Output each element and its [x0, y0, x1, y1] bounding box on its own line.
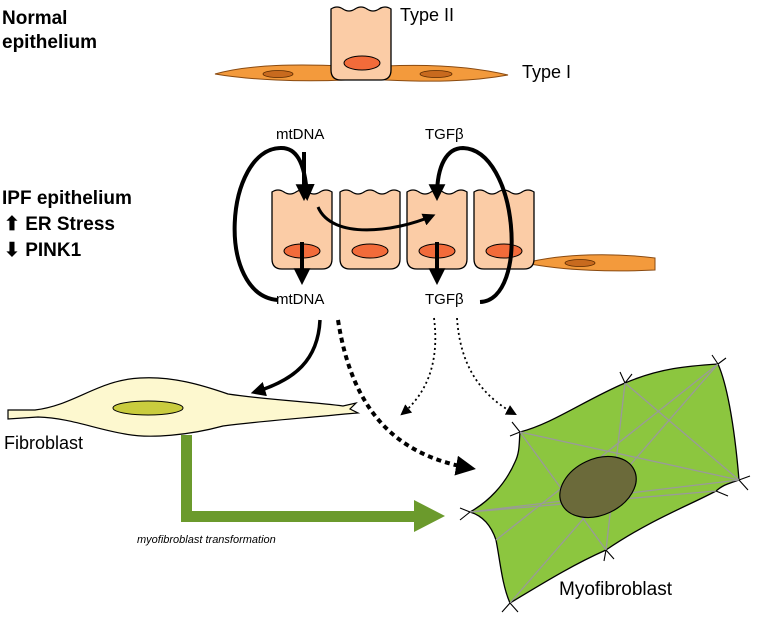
transformation-label: myofibroblast transformation	[137, 534, 276, 546]
tgfb-bottom-label: TGFβ	[425, 291, 464, 308]
mtdna-bottom-label: mtDNA	[276, 291, 325, 308]
mtdna-to-cell3-arrow	[316, 206, 436, 232]
fibroblast-group	[7, 377, 361, 437]
mtdna-to-myofibroblast-arrow	[336, 319, 476, 476]
ipf-epithelium-label: IPF epithelium	[2, 188, 132, 209]
mtdna-top-label: mtDNA	[276, 126, 325, 143]
er-stress-row: ⬆ ER Stress	[4, 214, 115, 236]
myofibroblast-nucleus	[559, 455, 637, 519]
mtdna-loop-arrow	[232, 145, 315, 302]
myofibroblast-group	[459, 354, 751, 613]
type-i-nucleus-ipf	[564, 259, 596, 267]
fibroblast-nucleus	[112, 400, 184, 416]
normal-epithelium-group	[214, 6, 509, 82]
type-i-nucleus-right	[419, 70, 453, 78]
myofibroblast-label: Myofibroblast	[559, 579, 672, 600]
type-i-label: Type I	[522, 62, 572, 82]
ipf-epithelium-group	[271, 189, 656, 272]
up-arrow-icon: ⬆	[4, 214, 20, 235]
down-arrow-icon: ⬇	[4, 240, 20, 261]
epithelial-nucleus-2	[351, 243, 389, 259]
transformation-arrow	[181, 435, 445, 532]
myofibroblast-protrusions	[459, 354, 751, 613]
tgfb-to-fibroblast-arrow	[400, 317, 437, 416]
type-ii-nucleus	[343, 55, 381, 71]
normal-epithelium-label-line2: epithelium	[2, 32, 98, 53]
fibroblast-label: Fibroblast	[4, 433, 84, 453]
pink1-row: ⬇ PINK1	[4, 240, 81, 262]
tgfb-to-myofibroblast-arrow	[456, 317, 517, 416]
type-i-nucleus-left	[262, 70, 294, 78]
pink1-label: PINK1	[25, 240, 82, 261]
mtdna-to-fibroblast-arrow	[250, 319, 322, 397]
tgfb-loop-arrow	[428, 145, 514, 304]
type-ii-label: Type II	[400, 5, 455, 25]
epithelial-nucleus-4	[485, 243, 523, 259]
signal-arrows	[232, 145, 517, 476]
er-stress-label: ER Stress	[25, 214, 115, 235]
normal-epithelium-label-line1: Normal	[2, 8, 68, 29]
tgfb-top-label: TGFβ	[425, 126, 464, 143]
